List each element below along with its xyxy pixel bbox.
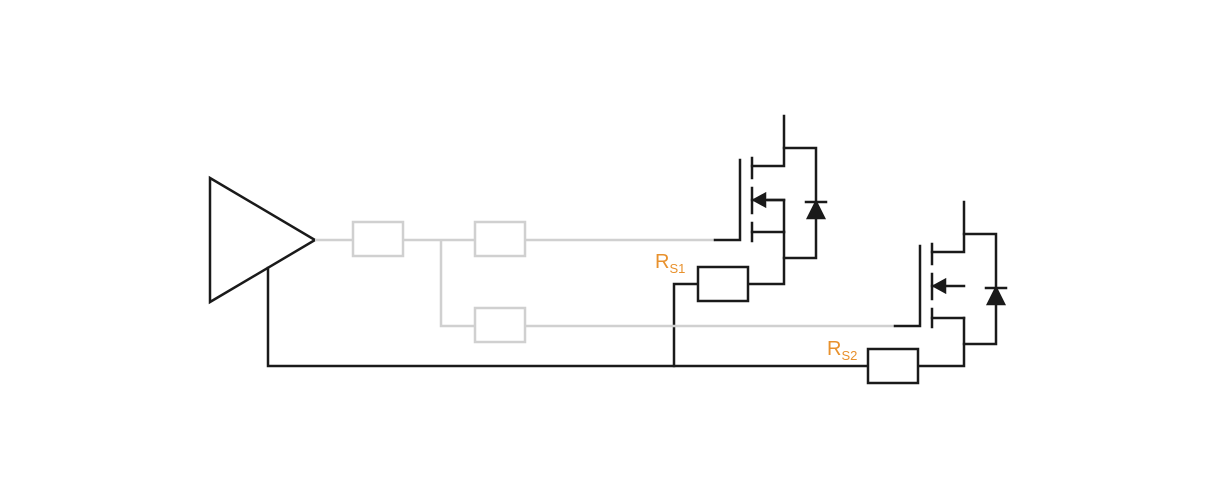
gate-resistor-common [351, 220, 405, 258]
mosfet-q1 [713, 114, 828, 286]
label-rs1: RS1 [655, 251, 685, 276]
return-wire [266, 266, 870, 368]
rs1-return-wire [672, 282, 700, 368]
gate-driver-triangle [208, 175, 318, 305]
gate-wire-common [315, 238, 475, 328]
rs1-resistor [696, 265, 750, 303]
gate-resistor-q1 [473, 220, 527, 258]
mosfet-q2 [893, 200, 1008, 368]
body-diode-q1-icon [805, 199, 827, 220]
gate-resistor-q2 [473, 306, 527, 344]
rs2-resistor [866, 347, 920, 385]
body-diode-q2-icon [985, 285, 1007, 306]
label-rs2: RS2 [827, 338, 857, 363]
